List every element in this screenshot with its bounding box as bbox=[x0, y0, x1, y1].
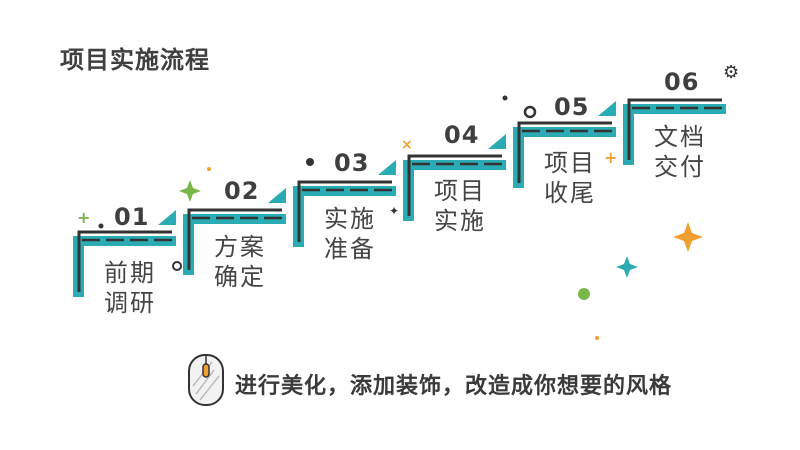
step-2-number: 02 bbox=[224, 177, 260, 205]
svg-text:×: × bbox=[401, 137, 413, 153]
step-4-number: 04 bbox=[444, 121, 480, 149]
step-3-label-line1: 实施 bbox=[324, 205, 376, 233]
step-6-label-line1: 文档 bbox=[654, 123, 706, 151]
step-5-label: 项目 收尾 bbox=[530, 148, 610, 208]
step-3-number: 03 bbox=[334, 149, 370, 177]
step-2-shape bbox=[183, 188, 286, 275]
step-4-label-line2: 实施 bbox=[434, 207, 486, 235]
step-5-shape bbox=[513, 101, 616, 188]
step-4-shape bbox=[403, 134, 506, 221]
step-6-shape bbox=[623, 98, 726, 165]
mouse-icon bbox=[188, 354, 224, 406]
step-4-label: 项目 实施 bbox=[420, 176, 500, 236]
step-5-label-line2: 收尾 bbox=[544, 179, 596, 207]
step-6-label-line2: 交付 bbox=[654, 153, 706, 181]
svg-text:✦: ✦ bbox=[389, 204, 399, 218]
step-5-label-line1: 项目 bbox=[544, 149, 596, 177]
svg-text:+: + bbox=[77, 208, 90, 227]
step-6-label: 文档 交付 bbox=[640, 122, 720, 182]
step-4-label-line1: 项目 bbox=[434, 177, 486, 205]
step-1-shape bbox=[73, 210, 176, 297]
page-title: 项目实施流程 bbox=[60, 46, 210, 74]
step-2-label-line2: 确定 bbox=[214, 263, 266, 291]
svg-text:⚙: ⚙ bbox=[723, 62, 739, 83]
step-1-label-line1: 前期 bbox=[104, 259, 156, 287]
step-3-label: 实施 准备 bbox=[310, 204, 390, 264]
footer-caption: 进行美化，添加装饰，改造成你想要的风格 bbox=[235, 374, 673, 399]
step-1-label-line2: 调研 bbox=[104, 289, 156, 317]
step-1-label: 前期 调研 bbox=[90, 258, 170, 318]
step-2-label-line1: 方案 bbox=[214, 233, 266, 261]
step-1-number: 01 bbox=[114, 203, 150, 231]
step-5-number: 05 bbox=[554, 93, 590, 121]
step-6-number: 06 bbox=[664, 68, 700, 96]
step-2-label: 方案 确定 bbox=[200, 232, 280, 292]
decorations: + ✦ × + ⚙ bbox=[77, 62, 739, 340]
step-3-label-line2: 准备 bbox=[324, 235, 376, 263]
svg-text:+: + bbox=[604, 148, 617, 167]
step-3-shape bbox=[293, 160, 396, 247]
